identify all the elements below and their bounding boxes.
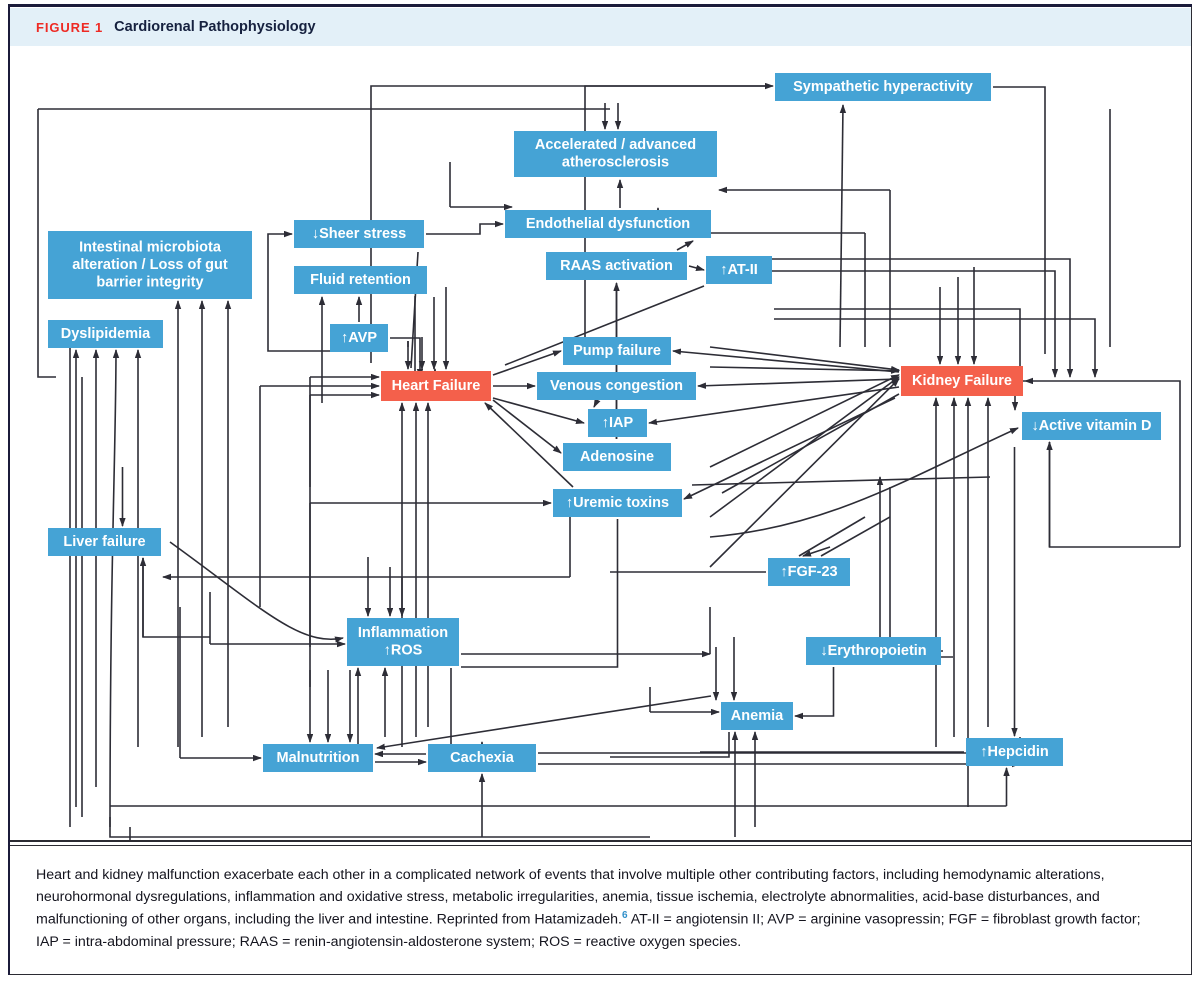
node-label-microbiota: barrier integrity (96, 274, 203, 290)
node-box-kidneyfailure (901, 366, 1023, 396)
node-vitamind[interactable]: ↓Active vitamin D (1022, 412, 1161, 440)
caption-reference-marker: 6 (621, 910, 628, 922)
node-label-sympathetic: Sympathetic hyperactivity (793, 79, 973, 95)
node-atii[interactable]: ↑AT-II (706, 256, 772, 284)
node-venous[interactable]: Venous congestion (537, 372, 696, 400)
node-label-uremic: ↑Uremic toxins (566, 495, 669, 511)
node-heartfailure[interactable]: Heart Failure (381, 371, 491, 401)
node-box-inflammation (347, 618, 459, 666)
node-box-uremic (553, 489, 682, 517)
node-fluid[interactable]: Fluid retention (294, 266, 427, 294)
node-box-sheer (294, 220, 424, 248)
node-box-fluid (294, 266, 427, 294)
node-label-anemia: Anemia (731, 708, 784, 724)
node-pump[interactable]: Pump failure (563, 337, 671, 365)
node-erythropoietin[interactable]: ↓Erythropoietin (806, 637, 941, 665)
node-label-fluid: Fluid retention (310, 272, 411, 288)
node-box-sympathetic (775, 73, 991, 101)
node-label-inflammation: Inflammation (358, 625, 448, 641)
node-hepcidin[interactable]: ↑Hepcidin (966, 738, 1063, 766)
node-label-hepcidin: ↑Hepcidin (980, 744, 1048, 760)
node-avp[interactable]: ↑AVP (330, 324, 388, 352)
node-label-avp: ↑AVP (341, 330, 377, 346)
node-label-liver: Liver failure (63, 534, 145, 550)
node-box-heartfailure (381, 371, 491, 401)
figure-header: FIGURE 1 Cardiorenal Pathophysiology (10, 8, 1191, 46)
node-label-fgf23: ↑FGF-23 (780, 564, 837, 580)
figure-caption: Heart and kidney malfunction exacerbate … (10, 850, 1191, 974)
node-box-atii (706, 256, 772, 284)
node-label-sheer: ↓Sheer stress (312, 226, 406, 242)
caption-rule-top (10, 840, 1191, 842)
figure-label: FIGURE 1 (36, 19, 104, 35)
node-box-dyslipidemia (48, 320, 163, 348)
node-box-hepcidin (966, 738, 1063, 766)
node-box-malnutrition (263, 744, 373, 772)
node-label-microbiota: alteration / Loss of gut (72, 257, 228, 273)
node-cachexia[interactable]: Cachexia (428, 744, 536, 772)
node-label-raas: RAAS activation (560, 258, 673, 274)
node-inflammation[interactable]: Inflammation ↑ROS (347, 618, 459, 666)
node-box-atherosclerosis (514, 131, 717, 177)
node-box-pump (563, 337, 671, 365)
caption-rule-bottom (10, 845, 1191, 846)
node-label-venous: Venous congestion (550, 378, 683, 394)
node-label-inflammation: ↑ROS (384, 643, 423, 659)
node-kidneyfailure[interactable]: Kidney Failure (901, 366, 1023, 396)
node-box-cachexia (428, 744, 536, 772)
node-box-iap (588, 409, 647, 437)
node-sheer[interactable]: ↓Sheer stress (294, 220, 424, 248)
node-label-heartfailure: Heart Failure (392, 378, 481, 394)
node-label-cachexia: Cachexia (450, 750, 515, 766)
node-liver[interactable]: Liver failure (48, 528, 161, 556)
node-label-malnutrition: Malnutrition (277, 750, 360, 766)
node-box-avp (330, 324, 388, 352)
top-rule (8, 4, 1192, 7)
node-box-endothelial (505, 210, 711, 238)
node-malnutrition[interactable]: Malnutrition (263, 744, 373, 772)
node-label-atherosclerosis: Accelerated / advanced (535, 137, 696, 153)
caption-body: Heart and kidney malfunction exacerbate … (36, 867, 1105, 929)
node-label-atii: ↑AT-II (720, 262, 758, 278)
left-accent-bar (8, 7, 10, 975)
node-box-venous (537, 372, 696, 400)
node-adenosine[interactable]: Adenosine (563, 443, 671, 471)
caption-abbreviations: AT-II = angiotensin II; AVP = arginine v… (36, 912, 1141, 951)
node-label-microbiota: Intestinal microbiota (79, 239, 222, 255)
node-label-atherosclerosis: atherosclerosis (562, 155, 669, 171)
node-box-microbiota (48, 231, 252, 299)
node-atherosclerosis[interactable]: Accelerated / advanced atherosclerosis (514, 131, 717, 177)
node-box-fgf23 (768, 558, 850, 586)
node-fgf23[interactable]: ↑FGF-23 (768, 558, 850, 586)
node-uremic[interactable]: ↑Uremic toxins (553, 489, 682, 517)
node-sympathetic[interactable]: Sympathetic hyperactivity (775, 73, 991, 101)
node-raas[interactable]: RAAS activation (546, 252, 687, 280)
node-label-pump: Pump failure (573, 343, 661, 359)
node-label-iap: ↑IAP (602, 415, 634, 431)
node-label-erythropoietin: ↓Erythropoietin (820, 643, 926, 659)
node-iap[interactable]: ↑IAP (588, 409, 647, 437)
node-label-adenosine: Adenosine (580, 449, 654, 465)
node-dyslipidemia[interactable]: Dyslipidemia (48, 320, 163, 348)
node-box-liver (48, 528, 161, 556)
node-label-vitamind: ↓Active vitamin D (1031, 418, 1151, 434)
node-label-endothelial: Endothelial dysfunction (526, 216, 690, 232)
node-box-adenosine (563, 443, 671, 471)
node-label-dyslipidemia: Dyslipidemia (61, 326, 151, 342)
figure-title: Cardiorenal Pathophysiology (114, 19, 316, 35)
node-endothelial[interactable]: Endothelial dysfunction (505, 210, 711, 238)
node-box-vitamind (1022, 412, 1161, 440)
node-label-kidneyfailure: Kidney Failure (912, 373, 1012, 389)
node-box-anemia (721, 702, 793, 730)
node-box-raas (546, 252, 687, 280)
node-anemia[interactable]: Anemia (721, 702, 793, 730)
node-microbiota[interactable]: Intestinal microbiota alteration / Loss o… (48, 231, 252, 299)
node-box-erythropoietin (806, 637, 941, 665)
